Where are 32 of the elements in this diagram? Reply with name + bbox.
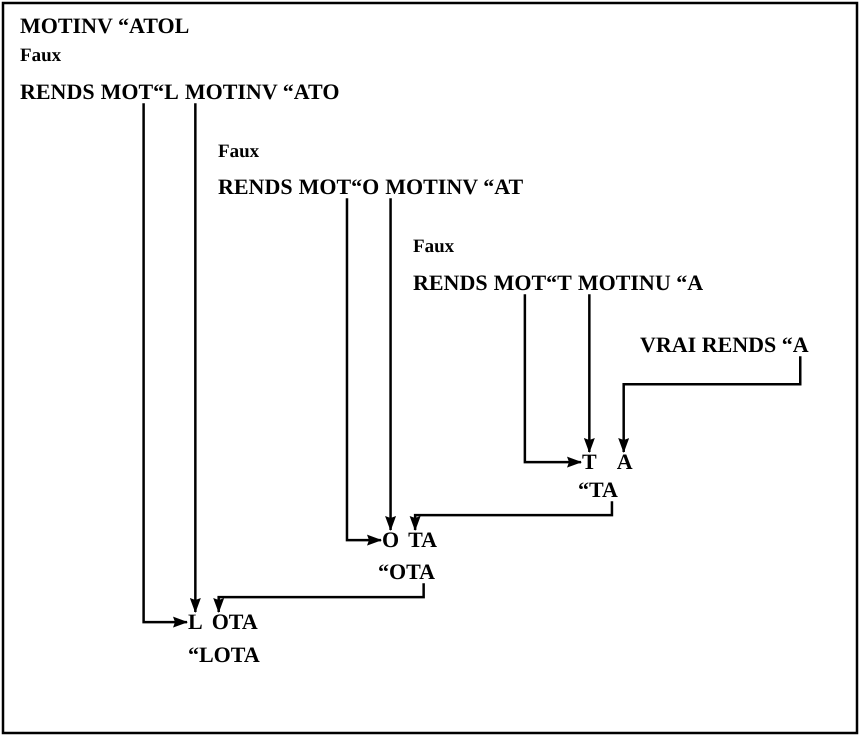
code-text: Faux xyxy=(20,46,62,67)
code-text: “OTA xyxy=(378,560,436,584)
code-text: MOTINV “AT xyxy=(385,175,524,200)
arrow xyxy=(190,103,201,613)
code-text: A xyxy=(616,450,633,474)
code-text: O xyxy=(382,528,400,552)
code-text: T xyxy=(582,450,597,474)
code-text: VRAI RENDS “A xyxy=(640,333,809,358)
code-text: TA xyxy=(408,528,438,552)
code-text: RENDS xyxy=(218,175,293,200)
code-text: OTA xyxy=(212,610,258,634)
code-text: MOTINU “A xyxy=(578,271,704,296)
code-text: MOT“L xyxy=(100,80,179,104)
code-text: Faux xyxy=(218,142,260,163)
code-text: RENDS xyxy=(413,271,488,296)
code-text: Faux xyxy=(413,237,454,258)
code-text: MOTINV “ATOL xyxy=(20,14,190,38)
arrow xyxy=(346,198,382,546)
arrow xyxy=(524,294,582,468)
code-text: “LOTA xyxy=(188,643,260,668)
arrow xyxy=(213,583,425,613)
code-text: RENDS xyxy=(20,80,95,104)
code-text: MOTINV “ATO xyxy=(184,80,340,104)
code-text: L xyxy=(188,610,203,634)
code-text: “TA xyxy=(578,478,618,502)
arrow xyxy=(385,198,396,531)
arrow xyxy=(142,103,188,628)
arrow xyxy=(584,294,595,453)
code-text: MOT“T xyxy=(494,271,572,296)
arrow xyxy=(618,356,802,453)
arrow xyxy=(410,501,614,531)
code-text: MOT“O xyxy=(298,175,380,200)
